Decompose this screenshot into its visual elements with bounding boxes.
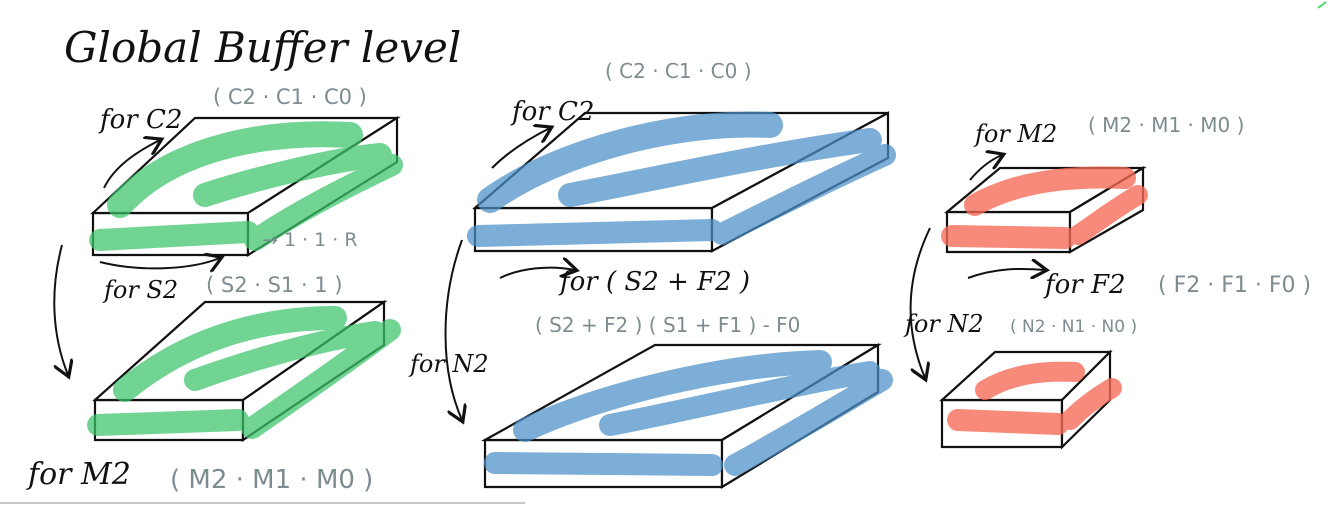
left-bottom-note: ( M2 · M1 · M0 ) xyxy=(170,465,373,495)
right-mid-loop-arrow xyxy=(967,269,1045,278)
left-top-green-strokes xyxy=(89,121,403,251)
left-mid-note: ( S2 · S1 · 1 ) xyxy=(206,273,343,297)
left-bottom-loop-label: for M2 xyxy=(26,457,131,492)
middle-mid-note: ( S2 + F2 ) ( S1 + F1 ) - F0 xyxy=(535,313,800,337)
left-mid-loop-arrow xyxy=(99,258,220,268)
right-top-note: ( M2 · M1 · M0 ) xyxy=(1088,113,1244,137)
middle-top-loop-label: for C2 xyxy=(510,97,594,127)
left-top-note: ( C2 · C1 · C0 ) xyxy=(213,85,367,109)
middle-mid-loop-arrow xyxy=(499,268,575,279)
right-top-loop-arrow xyxy=(969,155,1002,181)
right-mid-loop-label: for F2 xyxy=(1043,270,1126,300)
right-side-note: ( N2 · N1 · N0 ) xyxy=(1010,317,1137,337)
left-top-loop-arrow xyxy=(103,140,160,189)
middle-top-blue-strokes xyxy=(467,111,896,247)
page-title: Global Buffer level xyxy=(64,23,461,72)
middle-top-loop-arrow xyxy=(491,128,550,169)
right-side-loop-arrow xyxy=(909,227,931,378)
right-bottom-red-strokes xyxy=(947,361,1122,435)
right-top-red-strokes xyxy=(941,166,1148,249)
right-top-loop-label: for M2 xyxy=(973,120,1057,148)
left-bottom-green-strokes xyxy=(87,306,401,439)
right-mid-note: ( F2 · F1 · F0 ) xyxy=(1158,273,1311,298)
middle-top-note: ( C2 · C1 · C0 ) xyxy=(605,59,752,83)
right-side-loop-label: for N2 xyxy=(903,310,984,338)
left-top-loop-label: for C2 xyxy=(98,105,182,135)
middle-mid-loop-label: for ( S2 + F2 ) xyxy=(558,267,750,297)
corner-mark xyxy=(1317,1,1327,9)
left-mid-loop-label: for S2 xyxy=(102,276,178,304)
middle-side-loop-arrow xyxy=(444,239,463,420)
left-side-loop-arrow xyxy=(53,244,68,375)
middle-side-loop-label: for N2 xyxy=(408,350,489,378)
left-side-note: → 1 · 1 · R xyxy=(262,229,358,251)
middle-bottom-blue-strokes xyxy=(484,350,893,476)
